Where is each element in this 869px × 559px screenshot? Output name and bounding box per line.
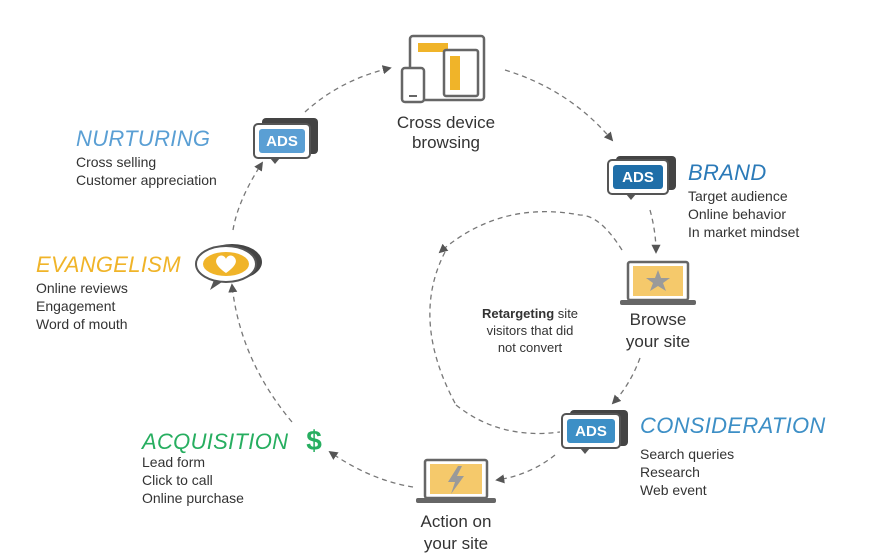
nurturing-line: Customer appreciation (76, 172, 217, 188)
browse-label-line2: your site (626, 332, 690, 351)
acquisition-line: Online purchase (142, 490, 244, 506)
brand-line: Target audience (688, 188, 788, 204)
consideration-title: CONSIDERATION (640, 413, 826, 438)
ads-label: ADS (575, 423, 607, 440)
retargeting-loop-top-arc (438, 210, 623, 254)
consideration-line: Search queries (640, 446, 734, 462)
retargeting-rest: site (554, 306, 578, 321)
retargeting-loop-left-arc (429, 251, 457, 406)
retargeting-loop-bottom-arc (455, 404, 561, 435)
laptop-star-icon (620, 260, 696, 305)
laptop-lightning-icon (416, 458, 496, 503)
arrow-acquisition-to-evangelism (228, 283, 293, 423)
brand-line: In market mindset (688, 224, 799, 240)
dollar-sign-icon: $ (306, 425, 322, 456)
retargeting-text-line2: visitors that did (487, 323, 574, 338)
evangelism-line: Engagement (36, 298, 116, 314)
arrow-browse-to-consideration (611, 357, 641, 405)
acquisition-line: Click to call (142, 472, 213, 488)
acquisition-line: Lead form (142, 454, 205, 470)
cross-device-label-line2: browsing (412, 133, 480, 152)
browse-label-line1: Browse (630, 310, 687, 329)
acquisition-title: ACQUISITION (140, 429, 288, 454)
nurturing-line: Cross selling (76, 154, 156, 170)
ads-bubble-icon: ADS (253, 118, 318, 164)
arrow-nurturing-to-devices (304, 65, 392, 113)
arrow-evangelism-to-nurturing (232, 161, 263, 231)
retargeting-text-line3: not convert (498, 340, 563, 355)
heart-bubble-icon (195, 244, 262, 290)
ads-label: ADS (266, 133, 298, 150)
action-label-line2: your site (424, 534, 488, 553)
consideration-line: Research (640, 464, 700, 480)
action-label-line1: Action on (421, 512, 492, 531)
arrow-devices-to-brand (504, 69, 614, 142)
ads-bubble-icon: ADS (607, 156, 676, 200)
nurturing-title: NURTURING (76, 126, 210, 151)
arrow-brand-to-browse (649, 209, 661, 254)
arrow-action-to-acquisition (328, 450, 414, 488)
retargeting-bold: Retargeting (482, 306, 554, 321)
arrow-consideration-to-action (495, 454, 556, 484)
cross-device-label-line1: Cross device (397, 113, 495, 132)
brand-line: Online behavior (688, 206, 786, 222)
ads-bubble-icon: ADS (561, 410, 628, 454)
consideration-line: Web event (640, 482, 707, 498)
evangelism-title: EVANGELISM (36, 252, 181, 277)
devices-icon (400, 34, 486, 104)
ads-label: ADS (622, 169, 654, 186)
brand-title: BRAND (688, 160, 767, 185)
retargeting-text-line1: Retargeting site (482, 306, 578, 321)
evangelism-line: Online reviews (36, 280, 128, 296)
evangelism-line: Word of mouth (36, 316, 128, 332)
